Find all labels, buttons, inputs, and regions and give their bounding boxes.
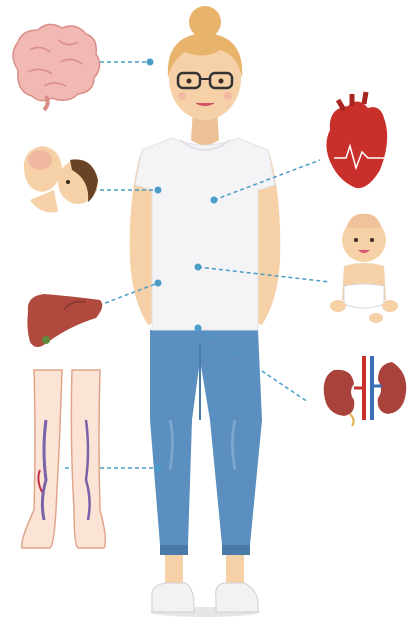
breastfeeding-icon (24, 146, 98, 213)
jeans (150, 330, 262, 555)
heart-icon (326, 92, 387, 188)
woman-figure (130, 6, 281, 617)
baby-icon (330, 214, 398, 323)
legs-veins-icon (22, 370, 106, 548)
kidneys-icon (324, 356, 407, 426)
brain-icon (13, 24, 100, 110)
liver-icon (27, 294, 102, 347)
